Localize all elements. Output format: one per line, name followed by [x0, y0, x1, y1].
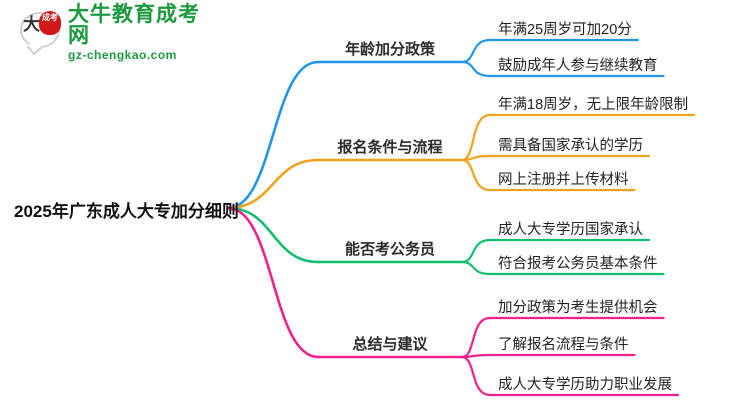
mindmap-leaf-2-2[interactable]: 需具备国家承认的学历: [498, 138, 643, 154]
mindmap-leaf-3-1[interactable]: 成人大专学历国家承认: [498, 222, 643, 238]
logo-badge-shape: [39, 11, 61, 35]
mindmap-leaf-4-1[interactable]: 加分政策为考生提供机会: [498, 300, 658, 316]
logo-badge-text: 成考: [42, 13, 58, 22]
mindmap-branch-4[interactable]: 总结与建议: [352, 336, 428, 353]
logo-subtitle: gz-chengkao.com: [68, 47, 177, 62]
mindmap-leaf-2-1[interactable]: 年满18周岁，无上限年龄限制: [498, 97, 689, 113]
mindmap-branch-1[interactable]: 年龄加分政策: [344, 41, 435, 58]
mindmap-root-node[interactable]: 2025年广东成人大专加分细则: [14, 202, 239, 221]
mindmap-leaf-2-3[interactable]: 网上注册并上传材料: [498, 172, 629, 188]
mindmap-leaf-1-1[interactable]: 年满25周岁可加20分: [498, 22, 632, 38]
site-logo: 大牛 成考 大牛教育成考网 gz-chengkao.com: [18, 4, 218, 61]
mindmap-branch-2[interactable]: 报名条件与流程: [337, 139, 443, 156]
logo-text-block: 大牛教育成考网 gz-chengkao.com: [68, 4, 218, 61]
logo-title: 大牛教育成考网: [68, 2, 200, 47]
logo-mark-icon: 大牛 成考: [18, 11, 62, 53]
mindmap-leaf-4-2[interactable]: 了解报名流程与条件: [498, 337, 629, 353]
mindmap-leaf-3-2[interactable]: 符合报考公务员基本条件: [498, 256, 658, 272]
mindmap-leaf-1-2[interactable]: 鼓励成年人参与继续教育: [498, 58, 658, 74]
mindmap-leaf-4-3[interactable]: 成人大专学历助力职业发展: [498, 377, 672, 393]
mindmap-branch-3[interactable]: 能否考公务员: [344, 241, 435, 258]
